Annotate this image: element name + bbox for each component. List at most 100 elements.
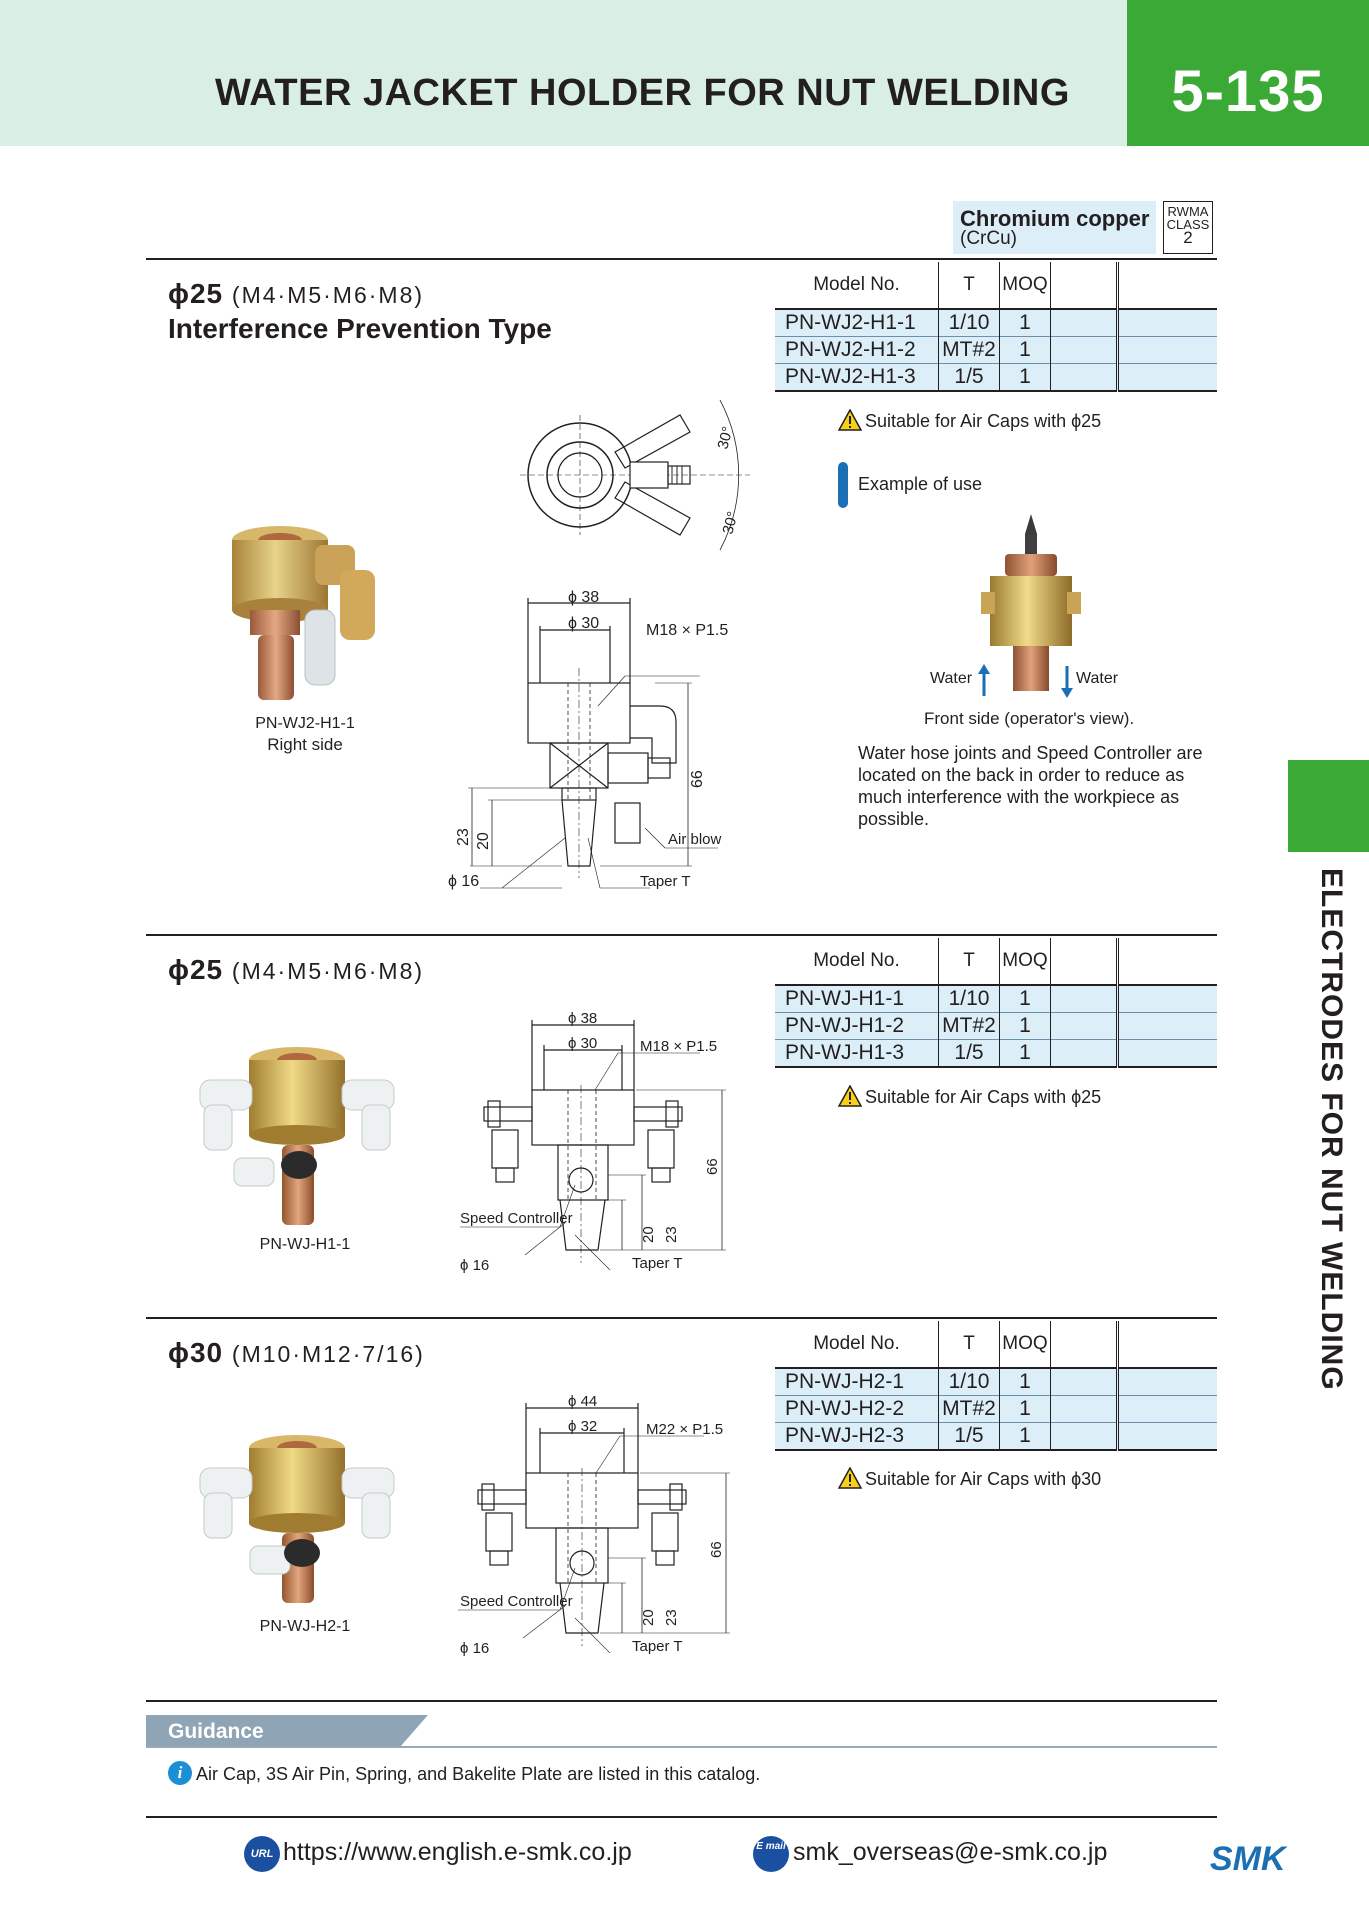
blank-cell <box>1050 1368 1118 1396</box>
note-text: Suitable for Air Caps with ϕ30 <box>865 1469 1102 1489</box>
header-blank-2 <box>1116 938 1217 986</box>
speed-controller-label: Speed Controller <box>460 1593 573 1610</box>
blank-cell <box>1116 336 1217 364</box>
header-blank-2 <box>1116 1321 1217 1369</box>
rwma-label: RWMA <box>1167 204 1209 219</box>
side-section-label: ELECTRODES FOR NUT WELDING <box>1315 868 1348 1391</box>
warning-icon <box>838 409 862 431</box>
guidance-text: Air Cap, 3S Air Pin, Spring, and Bakelit… <box>196 1764 761 1784</box>
header-t: T <box>938 262 1000 310</box>
model-cell: PN-WJ-H2-3 <box>775 1422 939 1451</box>
blank-cell <box>1050 985 1118 1013</box>
t-cell: MT#2 <box>938 336 1000 364</box>
moq-cell: 1 <box>999 1012 1051 1040</box>
info-icon: i <box>168 1761 192 1785</box>
dim-taper: Taper T <box>632 1638 683 1655</box>
guidance-title: Guidance <box>168 1720 264 1743</box>
dim-thread: M18 × P1.5 <box>640 1038 717 1055</box>
section-divider <box>146 258 1217 260</box>
page-number-box <box>1127 0 1369 146</box>
section-1-side-drawing: ϕ 38 ϕ 30 M18 × P1.5 66 23 20 ϕ 16 Taper… <box>448 589 728 890</box>
moq-cell: 1 <box>999 1039 1051 1068</box>
material-code: (CrCu) <box>960 228 1017 249</box>
model-cell: PN-WJ-H1-1 <box>775 985 939 1013</box>
model-cell: PN-WJ2-H1-1 <box>775 309 939 337</box>
example-caption: Front side (operator's view). <box>924 709 1135 728</box>
blank-cell <box>1050 1395 1118 1423</box>
t-cell: 1/5 <box>938 363 1000 392</box>
blank-cell <box>1116 1422 1217 1451</box>
section-3-product-photo <box>199 1435 395 1603</box>
dim-height: 66 <box>689 770 706 788</box>
guidance-divider <box>146 1700 1217 1702</box>
model-cell: PN-WJ-H2-2 <box>775 1395 939 1423</box>
section-divider <box>146 934 1217 936</box>
t-cell: MT#2 <box>938 1012 1000 1040</box>
blank-cell <box>1116 1039 1217 1068</box>
blank-cell <box>1050 1422 1118 1451</box>
section-2-diameter: ϕ25 <box>168 954 224 985</box>
t-cell: 1/10 <box>938 1368 1000 1396</box>
blank-cell <box>1116 1395 1217 1423</box>
section-2-note: Suitable for Air Caps with ϕ25 <box>838 1085 1101 1108</box>
model-cell: PN-WJ2-H1-3 <box>775 363 939 392</box>
moq-cell: 1 <box>999 1422 1051 1451</box>
header-moq: MOQ <box>999 1321 1051 1369</box>
footer-url-link[interactable]: https://www.english.e-smk.co.jp <box>283 1838 632 1866</box>
header-blank <box>1050 1321 1118 1369</box>
note-text: Suitable for Air Caps with ϕ25 <box>865 1087 1102 1107</box>
t-cell: MT#2 <box>938 1395 1000 1423</box>
blank-cell <box>1050 1039 1118 1068</box>
water-out-arrow <box>1061 666 1073 698</box>
model-cell: PN-WJ-H2-1 <box>775 1368 939 1396</box>
dim-inner-diameter: ϕ 30 <box>568 1035 597 1052</box>
header-t: T <box>938 938 1000 986</box>
dim-outer-diameter: ϕ 38 <box>568 1010 597 1027</box>
email-icon: E mail <box>753 1836 789 1872</box>
blank-cell <box>1116 309 1217 337</box>
dim-h2: 20 <box>475 832 492 850</box>
dim-outer-diameter: ϕ 38 <box>568 589 599 606</box>
example-description: Water hose joints and Speed Controller a… <box>858 743 1203 829</box>
t-cell: 1/5 <box>938 1039 1000 1068</box>
model-cell: PN-WJ-H1-3 <box>775 1039 939 1068</box>
dim-h2: 23 <box>663 1226 680 1243</box>
example-photo <box>981 514 1081 691</box>
rwma-class-label: CLASS <box>1166 217 1210 232</box>
section-2-photo-caption: PN-WJ-H1-1 <box>259 1236 351 1253</box>
section-1-diameter: ϕ25 <box>168 278 224 309</box>
model-cell: PN-WJ2-H1-2 <box>775 336 939 364</box>
air-blow-label: Air blow <box>668 831 722 848</box>
footer-email-link[interactable]: smk_overseas@e-smk.co.jp <box>793 1838 1108 1866</box>
section-2-side-drawing: ϕ 38 ϕ 30 M18 × P1.5 66 20 23 Speed Cont… <box>460 1010 726 1274</box>
section-3-side-drawing: ϕ 44 ϕ 32 M22 × P1.5 66 20 23 Speed Cont… <box>458 1393 730 1657</box>
example-title: Example of use <box>858 474 983 494</box>
section-2-size: ϕ25 (M4·M5·M6·M8) <box>168 954 424 986</box>
section-1-top-view-drawing: 30° 30° <box>520 399 750 551</box>
dim-h1: 20 <box>640 1226 657 1243</box>
angle-label-2: 30° <box>719 510 741 536</box>
dim-thread: M22 × P1.5 <box>646 1421 723 1438</box>
angle-label-1: 30° <box>714 425 736 451</box>
material-badge <box>953 201 1156 254</box>
header-blank <box>1050 262 1118 310</box>
section-3-photo-caption: PN-WJ-H2-1 <box>259 1618 351 1635</box>
dim-taper: Taper T <box>632 1255 683 1272</box>
moq-cell: 1 <box>999 336 1051 364</box>
blank-cell <box>1116 363 1217 392</box>
header-blank-2 <box>1116 262 1217 310</box>
warning-icon <box>838 1085 862 1107</box>
brand-logo-text: SMK <box>1210 1840 1288 1878</box>
dim-h2: 23 <box>663 1609 680 1626</box>
rwma-class-number: 2 <box>1183 228 1193 247</box>
section-3-note: Suitable for Air Caps with ϕ30 <box>838 1467 1101 1490</box>
header-moq: MOQ <box>999 938 1051 986</box>
moq-cell: 1 <box>999 1368 1051 1396</box>
model-cell: PN-WJ-H1-2 <box>775 1012 939 1040</box>
url-icon: URL <box>244 1836 280 1872</box>
